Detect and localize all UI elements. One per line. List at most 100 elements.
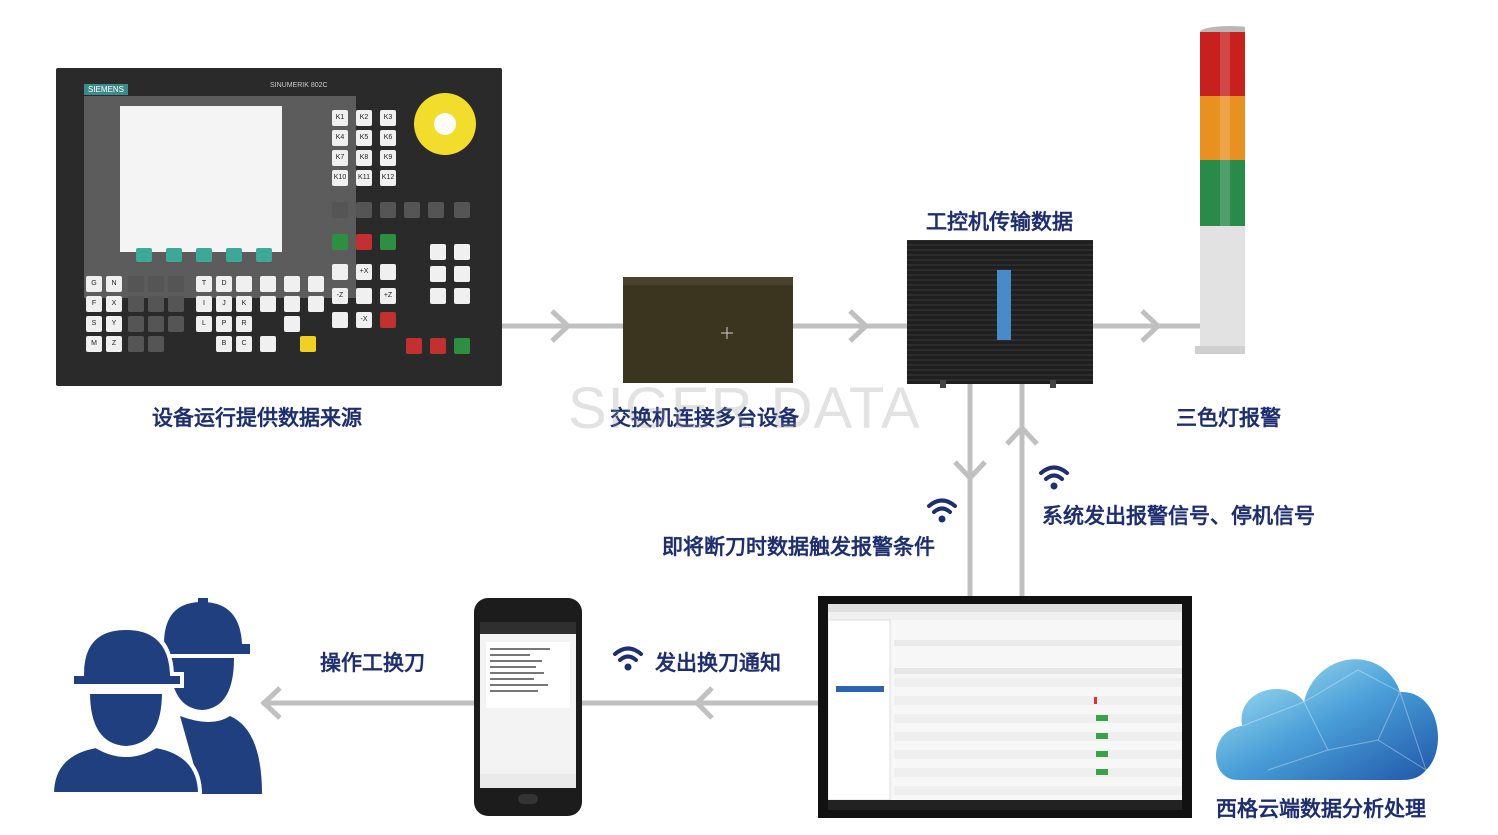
- edit-key: [260, 296, 276, 312]
- axis-key: [332, 264, 348, 280]
- k-key: K10: [332, 170, 348, 186]
- override-key: [430, 266, 446, 282]
- alpha-key: K: [236, 296, 252, 312]
- edit-key: [284, 316, 300, 332]
- label-trigger-condition: 即将断刀时数据触发报警条件: [662, 535, 935, 559]
- arrowhead-3: [1140, 309, 1162, 343]
- override-key: [430, 288, 446, 304]
- tower-light: [1195, 26, 1245, 354]
- ipc-antenna-left: [940, 380, 946, 388]
- cnc-screen: [120, 106, 282, 252]
- wifi-icon: [1039, 465, 1069, 490]
- red-key: [406, 338, 422, 354]
- axis-key: +Z: [380, 288, 396, 304]
- function-key: [332, 202, 348, 218]
- alpha-key: P: [216, 316, 232, 332]
- axis-key: [380, 264, 396, 280]
- ipc-sticker: [997, 270, 1011, 340]
- alpha-key: T: [196, 276, 212, 292]
- axis-key: -X: [356, 312, 372, 328]
- function-key: [428, 202, 444, 218]
- emergency-stop-icon: [414, 93, 476, 155]
- override-key: [454, 244, 470, 260]
- axis-key: +X: [356, 264, 372, 280]
- label-cnc-source: 设备运行提供数据来源: [152, 406, 362, 430]
- function-key: [356, 202, 372, 218]
- alpha-key: M: [86, 336, 102, 352]
- label-switch-connect: 交换机连接多台设备: [610, 406, 799, 430]
- arrowhead-up: [1005, 424, 1039, 446]
- alpha-key: L: [196, 316, 212, 332]
- k-key: K3: [380, 110, 396, 126]
- k-key: K1: [332, 110, 348, 126]
- monitor-dashboard: [818, 596, 1192, 818]
- label-tower-alarm: 三色灯报警: [1176, 406, 1281, 430]
- softkey: [256, 248, 272, 262]
- softkey: [196, 248, 212, 262]
- red-key: [356, 234, 372, 250]
- switch-graphic: [623, 277, 793, 383]
- phone-screen: [480, 622, 576, 788]
- override-key: [430, 244, 446, 260]
- red-key: [380, 312, 396, 328]
- edit-key: [236, 276, 252, 292]
- cnc-model: SINUMERIK 802C: [270, 82, 328, 89]
- number-key: [148, 316, 164, 332]
- arrowhead-2: [848, 309, 870, 343]
- k-key: K5: [356, 130, 372, 146]
- alpha-key: C: [236, 336, 252, 352]
- alpha-key: Y: [106, 316, 122, 332]
- k-key: K9: [380, 150, 396, 166]
- alpha-key: G: [86, 276, 102, 292]
- number-key: [128, 276, 144, 292]
- home-button: [518, 794, 538, 804]
- edit-key: [284, 296, 300, 312]
- function-key: [380, 202, 396, 218]
- label-system-alarm: 系统发出报警信号、停机信号: [1042, 504, 1315, 528]
- wifi-icon: [613, 646, 643, 671]
- arrowhead-1: [550, 309, 572, 343]
- k-key: K6: [380, 130, 396, 146]
- phone-message-graphic: [480, 622, 576, 788]
- arrowhead-down: [953, 460, 987, 482]
- label-ipc-transfer: 工控机传输数据: [926, 210, 1073, 234]
- k-key: K2: [356, 110, 372, 126]
- alpha-key: S: [86, 316, 102, 332]
- k-key: K12: [380, 170, 396, 186]
- yellow-key: [300, 336, 316, 352]
- number-key: [148, 276, 164, 292]
- green-key: [380, 234, 396, 250]
- dashboard-screen: [827, 604, 1182, 801]
- watermark: SIGER DATA: [568, 376, 921, 441]
- softkey: [136, 248, 152, 262]
- ipc-antenna-right: [1050, 380, 1056, 388]
- axis-key: [332, 312, 348, 328]
- label-cloud-analysis: 西格云端数据分析处理: [1216, 797, 1426, 821]
- axis-key: -Z: [332, 288, 348, 304]
- edit-key: [260, 276, 276, 292]
- k-key: K7: [332, 150, 348, 166]
- number-key: [168, 276, 184, 292]
- softkey: [166, 248, 182, 262]
- number-key: [168, 296, 184, 312]
- number-key: [148, 296, 164, 312]
- green-key: [454, 338, 470, 354]
- alpha-key: B: [216, 336, 232, 352]
- override-key: [454, 266, 470, 282]
- alpha-key: Z: [106, 336, 122, 352]
- alpha-key: I: [196, 296, 212, 312]
- number-key: [168, 316, 184, 332]
- k-key: K4: [332, 130, 348, 146]
- cloud-icon: [1215, 659, 1439, 780]
- softkey: [226, 248, 242, 262]
- edit-key: [308, 276, 324, 292]
- number-key: [128, 316, 144, 332]
- edit-key: [308, 296, 324, 312]
- override-key: [454, 288, 470, 304]
- number-key: [148, 336, 164, 352]
- number-key: [128, 336, 144, 352]
- cnc-brand: SIEMENS: [84, 84, 129, 95]
- alpha-key: J: [216, 296, 232, 312]
- axis-key: [356, 288, 372, 304]
